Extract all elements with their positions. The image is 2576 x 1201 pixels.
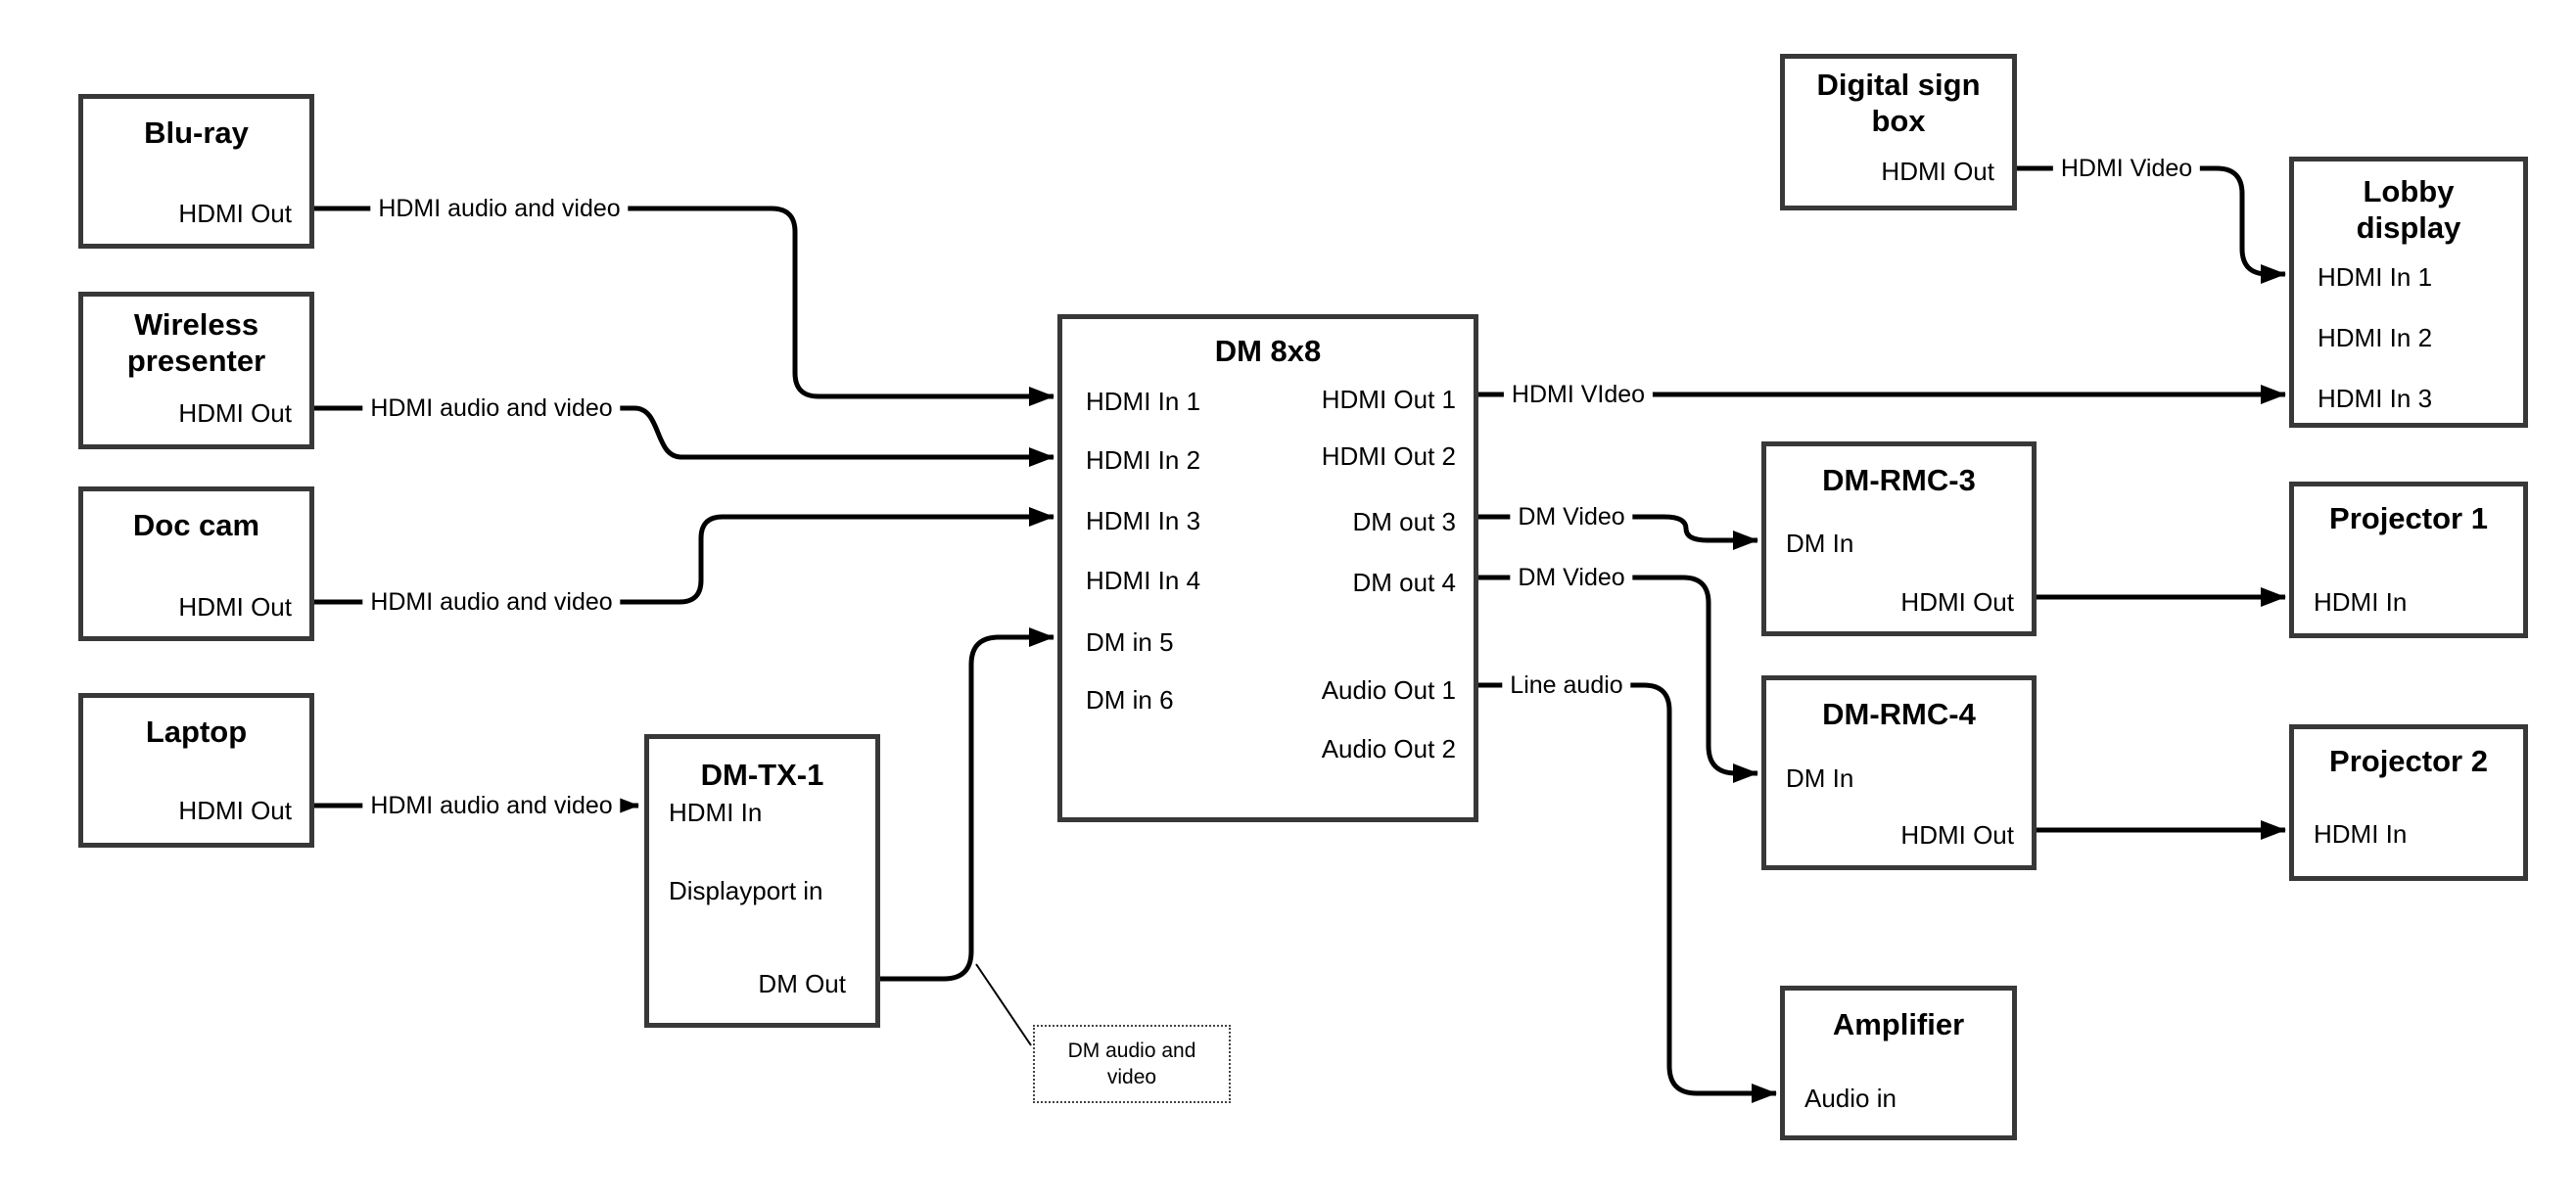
node-amplifier: Amplifier Audio in (1780, 986, 2017, 1140)
node-title: DM-RMC-3 (1822, 463, 1976, 497)
port-dm-out-4: DM out 4 (1352, 568, 1457, 597)
edge-label-doc-cam: HDMI audio and video (362, 587, 621, 617)
port-dm-in: DM In (1786, 529, 1854, 558)
node-dm-tx-1: DM-TX-1 HDMI In Displayport in DM Out (644, 734, 880, 1028)
note-dm-audio-and-video: DM audio and video (1033, 1025, 1231, 1103)
port-hdmi-out: HDMI Out (178, 592, 292, 622)
port-hdmi-in: HDMI In (669, 798, 763, 827)
node-title: Projector 2 (2329, 744, 2488, 778)
note-leader-line (975, 963, 1032, 1046)
node-dm-8x8: DM 8x8 HDMI In 1 HDMI In 2 HDMI In 3 HDM… (1057, 314, 1478, 822)
edge-digital-sign-to-lobby-in-1 (2017, 165, 2286, 284)
port-hdmi-in-2: HDMI In 2 (2318, 323, 2433, 352)
node-title: Digital sign box (1816, 68, 1981, 138)
port-hdmi-in-3: HDMI In 3 (1086, 506, 1201, 535)
port-dm-out-3: DM out 3 (1352, 507, 1457, 536)
node-title: Blu-ray (144, 115, 249, 150)
port-hdmi-in: HDMI In (2314, 587, 2408, 617)
port-dm-in-6: DM in 6 (1086, 685, 1174, 715)
node-wireless-presenter: Wireless presenter HDMI Out (78, 292, 314, 449)
port-hdmi-out-1: HDMI Out 1 (1321, 385, 1456, 414)
node-digital-sign-box: Digital sign box HDMI Out (1780, 54, 2017, 210)
port-hdmi-out: HDMI Out (178, 796, 292, 825)
node-title: DM 8x8 (1214, 334, 1322, 368)
port-audio-in: Audio in (1804, 1084, 1897, 1113)
port-dm-in: DM In (1786, 763, 1854, 793)
edge-label-hdmi-out-1: HDMI VIdeo (1503, 380, 1654, 409)
node-dm-rmc-3: DM-RMC-3 DM In HDMI Out (1761, 441, 2037, 636)
note-text: DM audio and video (1067, 1039, 1196, 1088)
port-hdmi-in-2: HDMI In 2 (1086, 445, 1201, 475)
node-projector-1: Projector 1 HDMI In (2289, 482, 2528, 638)
node-title: Doc cam (132, 508, 260, 542)
port-dm-out: DM Out (758, 969, 846, 998)
edge-audio-out-1-to-amplifier (1478, 682, 1777, 1103)
edge-label-audio-out-1: Line audio (1502, 670, 1631, 700)
node-title: Amplifier (1832, 1007, 1965, 1041)
edge-label-digital-sign: HDMI Video (2052, 154, 2201, 183)
port-displayport-in: Displayport in (669, 876, 823, 905)
node-title: DM-RMC-4 (1822, 697, 1976, 731)
port-hdmi-in: HDMI In (2314, 819, 2408, 849)
edge-dm-tx-1-to-dm-in-5 (880, 627, 1054, 982)
port-hdmi-out: HDMI Out (1900, 820, 2014, 850)
node-title: Projector 1 (2329, 501, 2488, 535)
port-hdmi-out: HDMI Out (1881, 157, 1994, 186)
edge-label-dm-out-3: DM Video (1510, 502, 1633, 531)
node-title: Lobby display (2356, 174, 2461, 245)
node-laptop: Laptop HDMI Out (78, 693, 314, 848)
port-audio-out-1: Audio Out 1 (1321, 675, 1456, 705)
port-hdmi-in-1: HDMI In 1 (1086, 387, 1201, 416)
edge-label-bluray: HDMI audio and video (370, 194, 629, 223)
port-hdmi-out: HDMI Out (178, 398, 292, 428)
port-hdmi-out: HDMI Out (178, 199, 292, 228)
node-title: Laptop (145, 715, 248, 749)
port-dm-in-5: DM in 5 (1086, 627, 1174, 657)
port-hdmi-in-1: HDMI In 1 (2318, 262, 2433, 292)
port-audio-out-2: Audio Out 2 (1321, 734, 1456, 763)
node-bluray: Blu-ray HDMI Out (78, 94, 314, 249)
edge-label-laptop: HDMI audio and video (362, 791, 621, 820)
node-title: DM-TX-1 (700, 758, 824, 792)
port-hdmi-in-3: HDMI In 3 (2318, 384, 2433, 413)
node-title: Wireless presenter (126, 307, 266, 378)
node-doc-cam: Doc cam HDMI Out (78, 486, 314, 641)
edge-label-wireless: HDMI audio and video (362, 393, 621, 423)
node-projector-2: Projector 2 HDMI In (2289, 724, 2528, 881)
port-hdmi-out: HDMI Out (1900, 587, 2014, 617)
node-lobby-display: Lobby display HDMI In 1 HDMI In 2 HDMI I… (2289, 157, 2528, 428)
node-dm-rmc-4: DM-RMC-4 DM In HDMI Out (1761, 675, 2037, 870)
edge-label-dm-out-4: DM Video (1510, 563, 1633, 592)
port-hdmi-out-2: HDMI Out 2 (1321, 441, 1456, 471)
port-hdmi-in-4: HDMI In 4 (1086, 566, 1201, 595)
edge-bluray-to-hdmi-in-1 (314, 206, 1054, 406)
